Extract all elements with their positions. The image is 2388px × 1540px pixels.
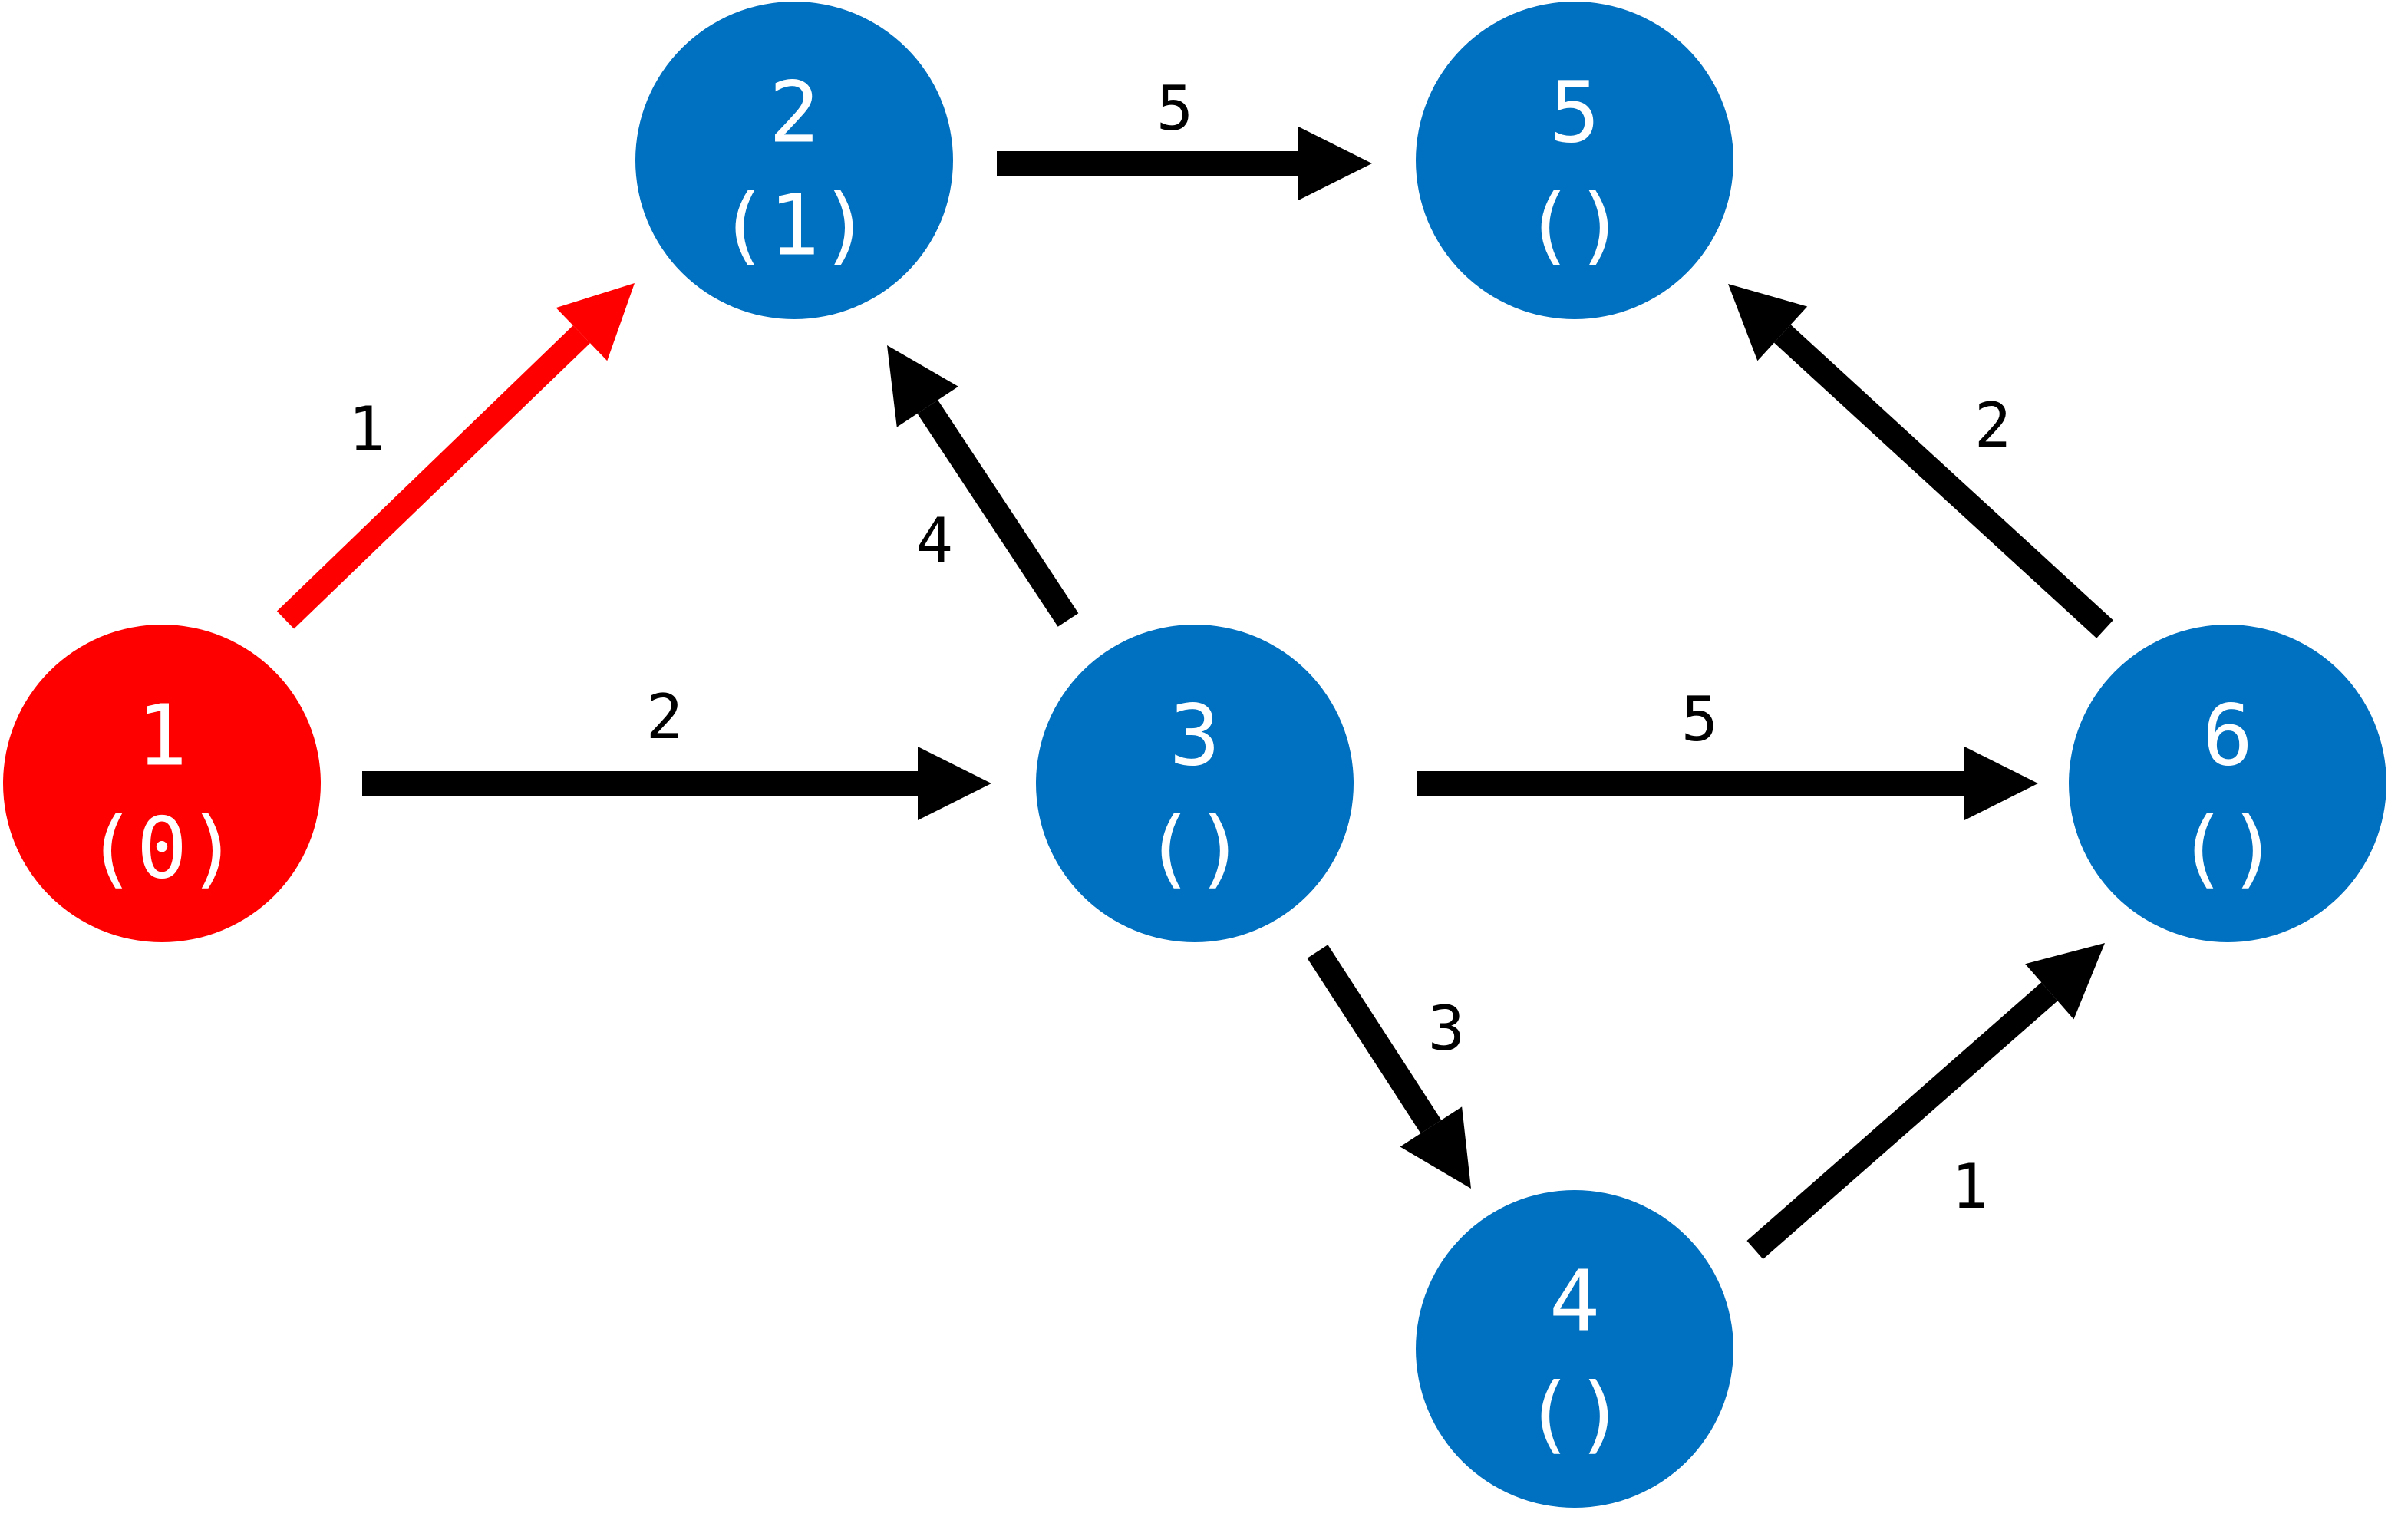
node-id-label: 3 (1169, 686, 1220, 784)
edge-1-3: 2 (362, 681, 991, 820)
edge-arrowhead (887, 345, 958, 427)
node-6: 6 () (2069, 625, 2386, 942)
nodes-layer: 1(0)2(1)3()4()5()6() (3, 2, 2386, 1508)
node-id-label: 2 (769, 63, 820, 161)
node-circle (3, 625, 321, 942)
edge-arrowhead (1298, 127, 1372, 200)
edge-arrowhead (918, 747, 991, 820)
node-circle (1416, 2, 1733, 319)
edge-weight-label: 4 (916, 505, 953, 576)
edge-shaft (997, 151, 1298, 176)
edge-shaft (362, 771, 918, 796)
node-id-label: 6 (2202, 686, 2253, 784)
edge-shaft (1307, 945, 1442, 1134)
edge-shaft (1773, 325, 2113, 638)
edge-4-6: 1 (1746, 943, 2105, 1260)
node-distance-label: () (2177, 799, 2278, 897)
edge-3-2: 4 (887, 345, 1079, 627)
edge-arrowhead (556, 283, 635, 361)
edge-weight-label: 3 (1428, 993, 1465, 1064)
node-5: 5 () (1416, 2, 1733, 319)
edge-arrowhead (1964, 747, 2038, 820)
edge-weight-label: 5 (1681, 684, 1718, 755)
node-distance-label: () (1524, 176, 1625, 274)
node-circle (1036, 625, 1354, 942)
edges-layer: 1 2 5 4 5 3 1 2 (276, 73, 2113, 1260)
edge-6-5: 2 (1728, 284, 2113, 638)
edge-shaft (1417, 771, 1964, 796)
node-id-label: 4 (1549, 1251, 1600, 1350)
edge-3-6: 5 (1417, 684, 2038, 820)
node-circle (635, 2, 953, 319)
edge-weight-label: 1 (348, 394, 385, 465)
node-id-label: 5 (1549, 63, 1600, 161)
node-4: 4 () (1416, 1190, 1733, 1508)
edge-weight-label: 5 (1156, 73, 1193, 144)
edge-arrowhead (2025, 943, 2105, 1020)
node-distance-label: (1) (718, 176, 871, 274)
node-distance-label: (0) (86, 799, 239, 897)
node-distance-label: () (1144, 799, 1245, 897)
node-distance-label: () (1524, 1364, 1625, 1463)
node-circle (2069, 625, 2386, 942)
node-3: 3 () (1036, 625, 1354, 942)
edge-3-4: 3 (1307, 945, 1471, 1189)
edge-weight-label: 2 (1974, 390, 2011, 461)
edge-2-5: 5 (997, 73, 1372, 200)
node-circle (1416, 1190, 1733, 1508)
node-id-label: 1 (137, 686, 187, 784)
edge-arrowhead (1728, 284, 1808, 361)
edge-arrowhead (1400, 1106, 1471, 1189)
node-1: 1(0) (3, 625, 321, 942)
edge-weight-label: 2 (646, 681, 683, 753)
node-2: 2(1) (635, 2, 953, 319)
edge-shaft (276, 325, 591, 629)
edge-weight-label: 1 (1951, 1151, 1988, 1222)
edge-shaft (917, 400, 1079, 627)
edge-shaft (1746, 982, 2058, 1260)
edge-1-2: 1 (276, 283, 635, 629)
